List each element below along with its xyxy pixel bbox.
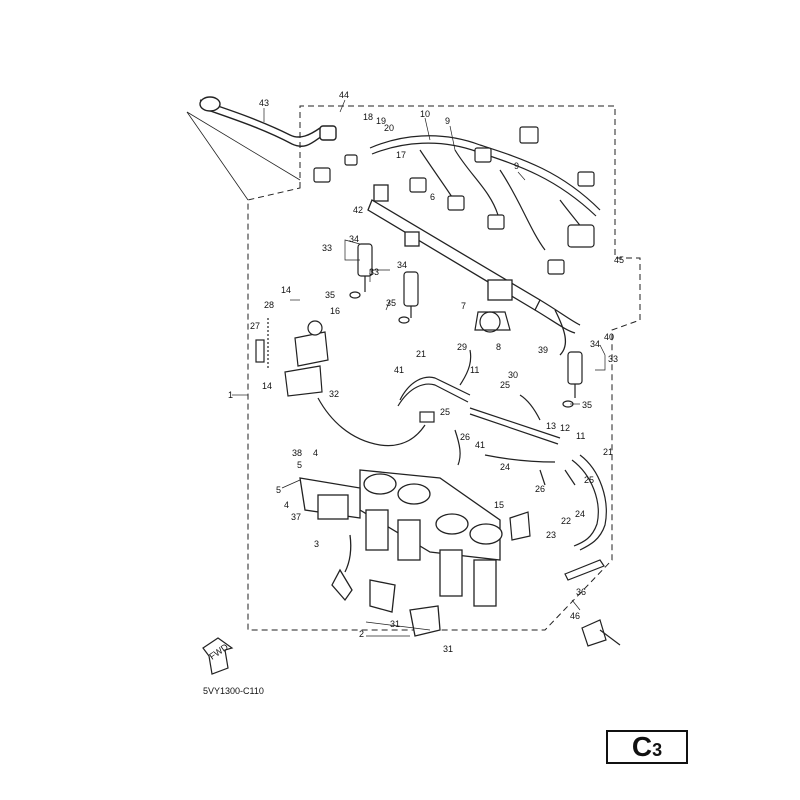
- callout: 37: [291, 512, 301, 522]
- callout: 17: [396, 150, 406, 160]
- callout: 41: [475, 440, 485, 450]
- callout: 26: [460, 432, 470, 442]
- page-code-letter: C: [631, 731, 653, 762]
- pressure-regulator: [474, 311, 511, 333]
- callout: 5: [276, 485, 281, 495]
- callout: 44: [339, 90, 349, 100]
- callout: 16: [330, 306, 340, 316]
- fwd-arrow-icon: [202, 637, 234, 675]
- callout: 33: [369, 267, 379, 277]
- callout: 25: [584, 475, 594, 485]
- throttle-cable: [317, 397, 426, 447]
- callout: 40: [604, 332, 614, 342]
- fuel-hose-43: [199, 96, 337, 147]
- callout: 8: [496, 342, 501, 352]
- callout: 28: [264, 300, 274, 310]
- callout: 4: [284, 500, 289, 510]
- callout: 15: [494, 500, 504, 510]
- callout: 11: [470, 365, 479, 375]
- callout: 14: [281, 285, 291, 295]
- callout-numbers: 43 44 18 19 20 10 9 17 42 6 33 34 33 34 …: [228, 90, 624, 654]
- callout: 34: [397, 260, 407, 270]
- callout: 35: [386, 298, 396, 308]
- callout: 9: [514, 161, 519, 171]
- dashed-group-outline: [247, 105, 641, 631]
- callout: 21: [603, 447, 613, 457]
- callout: 24: [500, 462, 510, 472]
- throttle-cable-bracket: [255, 318, 329, 397]
- callout: 45: [614, 255, 624, 265]
- callout: 23: [546, 530, 556, 540]
- callout: 38: [292, 448, 302, 458]
- leader-lines: [232, 99, 606, 637]
- callout: 14: [262, 381, 272, 391]
- callout: 29: [457, 342, 467, 352]
- callout: 11: [576, 431, 585, 441]
- fuel-rail: [367, 184, 581, 334]
- callout: 22: [561, 516, 571, 526]
- callout: 12: [560, 423, 570, 433]
- callout: 36: [576, 587, 586, 597]
- reference-code: 5VY1300-C110: [203, 686, 264, 696]
- callout: 7: [461, 301, 466, 311]
- callout: 3: [314, 539, 319, 549]
- callout: 26: [535, 484, 545, 494]
- hose-39: [554, 309, 567, 356]
- callout: 6: [430, 192, 435, 202]
- wire-harness: [313, 126, 601, 275]
- bracket-46: [581, 619, 621, 647]
- callout: 31: [390, 619, 400, 629]
- callout: 9: [445, 116, 450, 126]
- callout: 27: [250, 321, 260, 331]
- callout: 1: [228, 390, 233, 400]
- callout: 19: [376, 116, 386, 126]
- callout: 30: [508, 370, 518, 380]
- callout: 41: [394, 365, 404, 375]
- callout: 25: [500, 380, 510, 390]
- callout: 24: [575, 509, 585, 519]
- callout: 43: [259, 98, 269, 108]
- bracket-15: [509, 511, 531, 541]
- fuel-injector-right: [562, 351, 583, 408]
- page-code-box: C 3: [606, 730, 688, 764]
- callout: 46: [570, 611, 580, 621]
- callout: 18: [363, 112, 373, 122]
- callout: 31: [443, 644, 453, 654]
- callout: 25: [440, 407, 450, 417]
- callout: 34: [590, 339, 600, 349]
- fuel-injector-center: [398, 271, 419, 324]
- callout: 35: [582, 400, 592, 410]
- vacuum-hoses: [397, 349, 607, 551]
- callout: 32: [329, 389, 339, 399]
- callout: 39: [538, 345, 548, 355]
- callout: 42: [353, 205, 363, 215]
- callout: 33: [608, 354, 618, 364]
- page-code-number: 3: [652, 740, 663, 760]
- sensor-36: [564, 559, 605, 581]
- callout: 13: [546, 421, 556, 431]
- callout: 34: [349, 234, 359, 244]
- callout: 10: [420, 109, 430, 119]
- callout: 2: [359, 629, 364, 639]
- callout: 4: [313, 448, 318, 458]
- callout: 35: [325, 290, 335, 300]
- callout: 21: [416, 349, 426, 359]
- callout: 20: [384, 123, 394, 133]
- callout: 5: [297, 460, 302, 470]
- callout: 33: [322, 243, 332, 253]
- throttle-body-assembly: [299, 469, 503, 637]
